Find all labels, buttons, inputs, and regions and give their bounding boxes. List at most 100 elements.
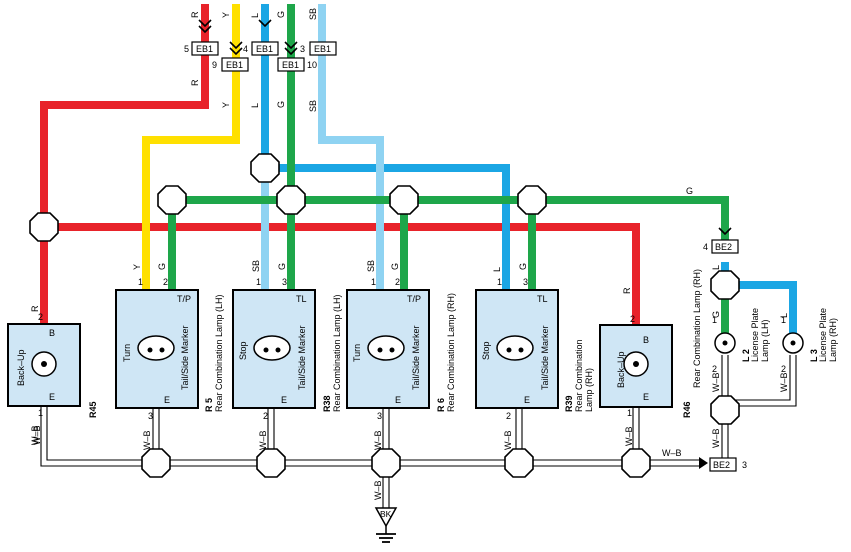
pin-label: 4 <box>703 242 708 252</box>
wire-label-sb: SB <box>308 100 318 112</box>
wire-label-r: R <box>190 79 200 86</box>
component-code: R39 <box>564 395 574 412</box>
pin-label: 2 <box>263 411 268 421</box>
junction-node <box>371 448 401 478</box>
connector-label: EB1 <box>256 44 273 54</box>
terminal-label: E <box>395 395 401 405</box>
component-code: L 2 <box>741 349 751 362</box>
terminal-label: TL <box>296 294 307 304</box>
pin-label: 1 <box>38 408 43 418</box>
component-name: Lamp (RH) <box>584 368 594 412</box>
wire-label: SB <box>366 260 376 272</box>
bulb-label: Turn <box>352 344 362 362</box>
wire-label: G <box>157 263 167 270</box>
wire-label-sb: SB <box>308 8 318 20</box>
pin-label: 1 <box>497 277 502 287</box>
junction-node <box>276 185 306 215</box>
component-name: Lamp (RH) <box>828 318 838 362</box>
terminal-label: E <box>281 395 287 405</box>
pin-label: 10 <box>307 60 317 70</box>
component-r5: T/P E Turn Tail/Side Marker R 5 Rear Com… <box>115 263 224 450</box>
junction-node <box>141 448 171 478</box>
pin-label: 1 <box>712 315 717 325</box>
pin-label: 3 <box>742 460 747 470</box>
wire-label: W–B <box>662 448 682 458</box>
junction-node <box>256 448 286 478</box>
pin-label: 3 <box>282 277 287 287</box>
wire-label: W–B <box>30 425 40 445</box>
pin-label: 1 <box>627 408 632 418</box>
wire-label-l: L <box>250 103 260 108</box>
wire-red-branch <box>44 223 640 325</box>
wire-label: SB <box>251 260 261 272</box>
wire-label-y: Y <box>221 12 231 18</box>
wire-green-branch <box>172 196 729 245</box>
component-name: License Plate <box>750 308 760 362</box>
connector-be2-bottom: BE2 3 <box>709 457 747 472</box>
terminal-label: E <box>524 395 530 405</box>
pin-label: 1 <box>781 315 786 325</box>
terminal-label: T/P <box>407 294 421 304</box>
bulb-label: Back–Up <box>16 349 26 386</box>
bulb-label: Turn <box>122 344 132 362</box>
wire-label: L <box>779 313 789 318</box>
top-wire-labels: R Y L G SB R Y L G SB G <box>190 8 693 196</box>
bulb-label: Tail/Side Marker <box>297 325 307 390</box>
wire-label: R <box>30 305 40 312</box>
component-r38: TL E Stop Tail/Side Marker R38 Rear Comb… <box>232 260 342 450</box>
bulb-label: Stop <box>238 341 248 360</box>
component-name: Rear Combination Lamp (RH) <box>692 269 702 388</box>
terminal-label: TL <box>537 294 548 304</box>
pin-label: 3 <box>300 44 305 54</box>
wire-label: W–B <box>373 480 383 500</box>
component-code: R46 <box>682 401 692 418</box>
wire-label: W–B <box>711 428 721 448</box>
wire-label: W–B <box>779 372 789 392</box>
wire-label: G <box>518 263 528 270</box>
junction-node <box>504 448 534 478</box>
wire-blue-branch <box>265 164 510 290</box>
wire-sky-blue <box>318 4 384 290</box>
pin-label: 1 <box>371 277 376 287</box>
pin-label: 2 <box>395 277 400 287</box>
wire-label-r: R <box>190 11 200 18</box>
ground-bk: W–B BK <box>373 480 398 543</box>
bulb-label: Tail/Side Marker <box>180 325 190 390</box>
wire-label: W–B <box>373 430 383 450</box>
component-name: Rear Combination <box>574 339 584 412</box>
connector-eb1-3: EB1 3 <box>300 41 337 56</box>
component-r45: B E Back–Up R45 2 1 R W–B <box>7 305 98 445</box>
component-code: L 3 <box>809 349 819 362</box>
pin-label: 4 <box>243 44 248 54</box>
wire-label-g: G <box>686 186 693 196</box>
wire-label: Y <box>132 264 142 270</box>
wire-label: W–B <box>258 430 268 450</box>
junction-node <box>517 185 547 215</box>
component-name: License Plate <box>818 308 828 362</box>
wire-label-l: L <box>250 13 260 18</box>
wire-label: W–B <box>142 430 152 450</box>
component-r6: T/P E Turn Tail/Side Marker R 6 Rear Com… <box>346 260 456 450</box>
terminal-label: T/P <box>177 294 191 304</box>
wire-label: W–B <box>503 430 513 450</box>
component-r39: TL E Stop Tail/Side Marker R39 Rear Comb… <box>475 263 594 450</box>
bulb-label: Tail/Side Marker <box>411 325 421 390</box>
wire-label: G <box>390 263 400 270</box>
wire-red <box>40 4 209 330</box>
connector-eb1-4: EB1 4 <box>243 19 279 56</box>
junction-node <box>157 185 187 215</box>
wire-label: G <box>277 263 287 270</box>
component-name: Rear Combination Lamp (LH) <box>332 294 342 412</box>
component-code: R45 <box>88 401 98 418</box>
component-name: Lamp (LH) <box>760 319 770 362</box>
pin-label: 2 <box>38 312 43 322</box>
junction-node <box>250 153 280 183</box>
pin-label: 3 <box>377 411 382 421</box>
wire-blue-l3 <box>725 281 797 340</box>
bulb-label: Stop <box>481 341 491 360</box>
terminal-label: E <box>643 392 649 402</box>
connector-eb1-9: EB1 9 <box>212 41 249 72</box>
wire-yellow <box>142 4 240 290</box>
